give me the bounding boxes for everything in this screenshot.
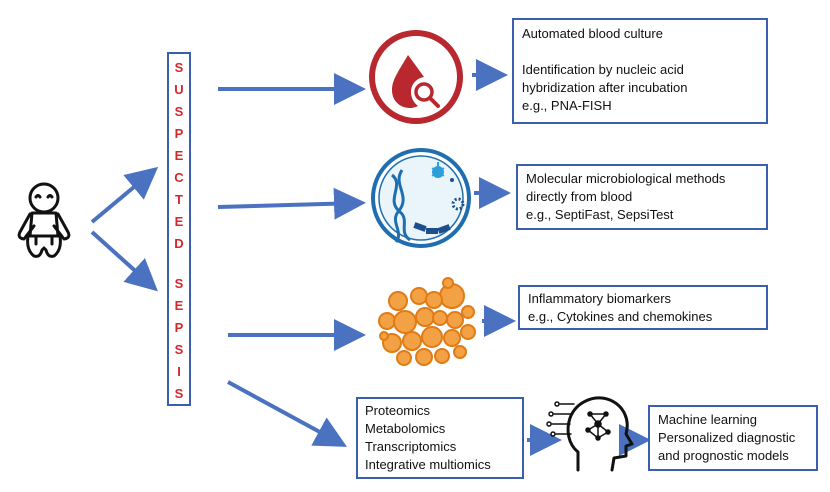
sepsis-letter: S bbox=[174, 386, 184, 401]
sepsis-letter: S bbox=[174, 60, 184, 75]
sepsis-letter: E bbox=[174, 298, 184, 313]
sepsis-letter: P bbox=[174, 126, 184, 141]
sepsis-letter: S bbox=[174, 276, 184, 291]
biomarker-line: e.g., Cytokines and chemokines bbox=[528, 309, 713, 324]
sepsis-letter: U bbox=[174, 82, 184, 97]
ai-brain-head-icon bbox=[546, 396, 634, 472]
sepsis-letter: C bbox=[174, 170, 184, 185]
culture-line: Automated blood culture bbox=[522, 26, 663, 41]
ml-line: and prognostic models bbox=[658, 448, 789, 463]
arrow-baby-to-sepsis-down bbox=[90, 230, 158, 292]
blood-culture-box: Automated blood culture Identification b… bbox=[512, 18, 768, 124]
suspected-sepsis-label: S U S P E C T E D S E P S I S bbox=[167, 52, 191, 406]
molecular-methods-box: Molecular microbiological methods direct… bbox=[516, 164, 768, 230]
culture-line: Identification by nucleic acid bbox=[522, 62, 684, 77]
sepsis-letter: P bbox=[174, 320, 184, 335]
sepsis-letter: D bbox=[174, 236, 184, 251]
machine-learning-box: Machine learning Personalized diagnostic… bbox=[648, 405, 818, 471]
sepsis-letter: T bbox=[175, 192, 183, 207]
blood-drop-search-icon bbox=[369, 30, 463, 124]
ml-line: Personalized diagnostic bbox=[658, 430, 796, 445]
arrow-baby-to-sepsis-up bbox=[90, 166, 159, 224]
molecular-line: e.g., SeptiFast, SepsiTest bbox=[526, 207, 674, 222]
ml-line: Machine learning bbox=[658, 412, 758, 427]
cells-cluster-icon bbox=[378, 277, 476, 366]
sepsis-letter: E bbox=[174, 148, 184, 163]
sepsis-letter: S bbox=[174, 342, 184, 357]
biomarker-line: Inflammatory biomarkers bbox=[528, 291, 672, 306]
arrow-to-petri-icon bbox=[217, 187, 366, 220]
omics-box: Proteomics Metabolomics Transcriptomics … bbox=[356, 397, 524, 479]
petri-dish-dna-icon bbox=[371, 148, 471, 248]
molecular-line: Molecular microbiological methods bbox=[526, 171, 726, 186]
omics-line: Proteomics bbox=[365, 403, 431, 418]
arrow-to-omics-box bbox=[227, 380, 348, 447]
culture-line: hybridization after incubation bbox=[522, 80, 688, 95]
omics-line: Transcriptomics bbox=[365, 439, 457, 454]
baby-icon bbox=[17, 182, 71, 258]
biomarkers-box: Inflammatory biomarkers e.g., Cytokines … bbox=[518, 285, 768, 330]
omics-line: Metabolomics bbox=[365, 421, 446, 436]
sepsis-letter: S bbox=[174, 104, 184, 119]
sepsis-letter: E bbox=[174, 214, 184, 229]
molecular-line: directly from blood bbox=[526, 189, 633, 204]
omics-line: Integrative multiomics bbox=[365, 457, 491, 472]
sepsis-letter: I bbox=[177, 364, 181, 379]
culture-line: e.g., PNA-FISH bbox=[522, 98, 612, 113]
